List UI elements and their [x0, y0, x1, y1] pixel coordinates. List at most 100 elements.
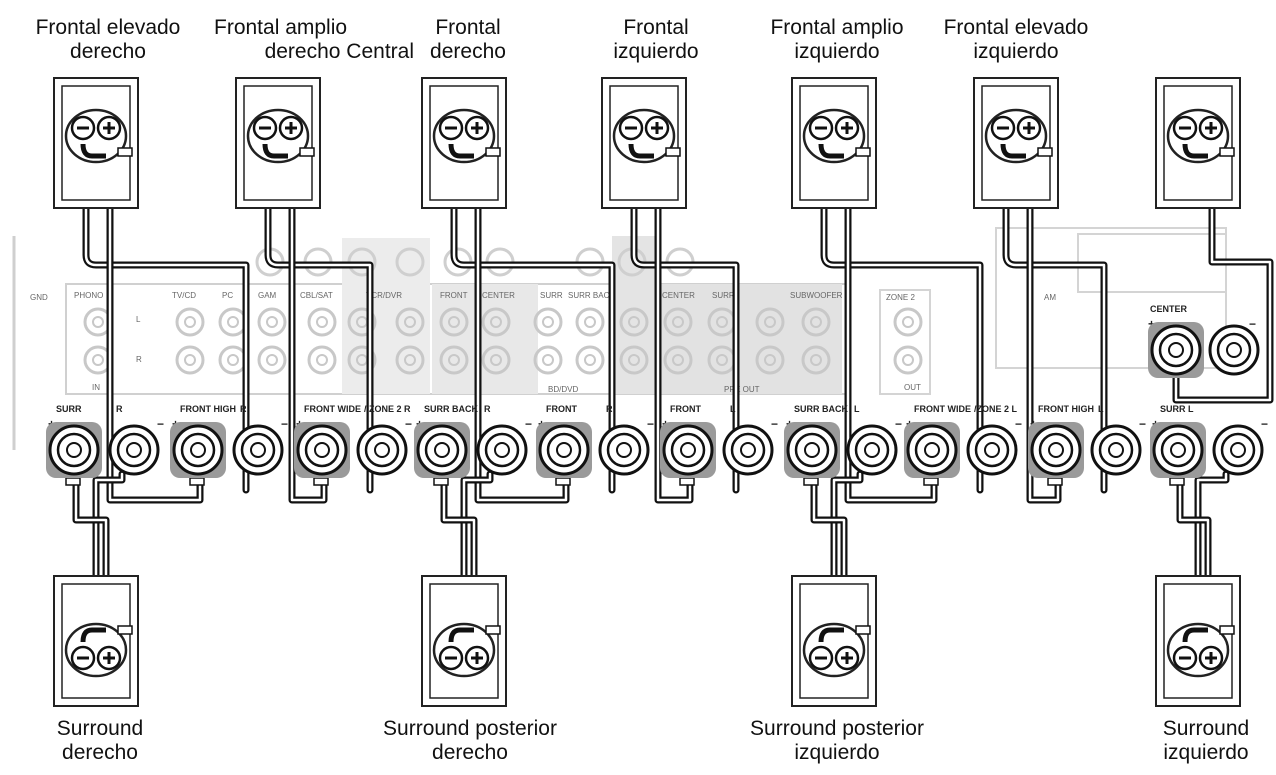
label-tvcd: TV/CD [172, 291, 196, 300]
terminal-clip [679, 477, 695, 486]
terminal-positive [784, 422, 840, 478]
rca-jack [439, 345, 469, 375]
label-out: OUT [904, 383, 921, 392]
terminal-negative [598, 424, 650, 476]
binding-post-inner [434, 442, 450, 458]
speaker-lead [262, 143, 288, 159]
terminal-positive [660, 422, 716, 478]
label-r: R [136, 355, 142, 364]
minus-label: − [1015, 417, 1022, 431]
terminal-clip [313, 477, 329, 486]
rca-jack-pin [584, 354, 596, 366]
center-plus-label: + [1148, 317, 1155, 331]
binding-post-inner [126, 442, 142, 458]
binding-post-inner [1170, 442, 1186, 458]
label-surr: SURR [540, 291, 563, 300]
speaker-inner-frame [61, 583, 131, 699]
surround-wire-b-0 [74, 476, 108, 578]
terminal-negative [1212, 424, 1264, 476]
speaker-inner-frame [1163, 85, 1233, 201]
terminal-clip [433, 477, 449, 486]
speaker-inner-frame [243, 85, 313, 201]
rca-jack [893, 345, 923, 375]
surround-wire-1 [462, 472, 492, 578]
rca-jack-ring [801, 345, 831, 375]
surround-wire-2 [832, 472, 862, 578]
speaker-lead [628, 143, 654, 159]
wire-clip [1219, 147, 1235, 157]
terminal-negative [722, 424, 774, 476]
rca-jack [218, 345, 248, 375]
wire-clip [117, 625, 133, 635]
terminal-label-b: /ZONE 2 L [974, 404, 1018, 414]
binding-post-inner [556, 442, 572, 458]
terminal-label-b: R [606, 404, 613, 414]
surround-wire-b-1 [442, 476, 476, 578]
terminal-label-b: R [484, 404, 491, 414]
rca-jack-pin [542, 354, 554, 366]
wire-clip [1219, 625, 1235, 635]
front-wire-5 [1004, 188, 1106, 492]
speaker-inner-frame [61, 85, 131, 201]
front-wire-b-5 [1028, 188, 1060, 502]
minus-label: − [771, 417, 778, 431]
rca-jack-ring [893, 345, 923, 375]
label-front: FRONT [440, 291, 468, 300]
front-speaker-5 [973, 77, 1059, 209]
binding-post-inner [1048, 442, 1064, 458]
rca-jack-pin [404, 354, 416, 366]
terminal-label-a: SURR L [1160, 404, 1194, 414]
terminal-clip [1169, 477, 1185, 486]
rca-jack-pin [764, 316, 776, 328]
terminal-positive [46, 422, 102, 478]
binding-post-inner [250, 442, 266, 458]
rca-jack-ring [575, 345, 605, 375]
terminal-negative [356, 424, 408, 476]
rca-jack-pin [266, 316, 278, 328]
rca-jack-ring [347, 307, 377, 337]
terminal-label-b: / ZONE 2 R [364, 404, 411, 414]
minus-label: − [1261, 417, 1268, 431]
rca-jack [307, 307, 337, 337]
center-wire [1174, 188, 1272, 402]
rca-jack [755, 345, 785, 375]
label-bddvd: BD/DVD [548, 385, 578, 394]
terminal-clip [189, 477, 205, 486]
rca-jack [755, 307, 785, 337]
speaker-inner-frame [981, 85, 1051, 201]
label-preout: PRE OUT [724, 385, 760, 394]
surround-wire-b-2 [812, 476, 846, 578]
rca-jack-pin [672, 354, 684, 366]
terminal-clip [803, 477, 819, 486]
binding-post-inner [374, 442, 390, 458]
binding-post-inner [804, 442, 820, 458]
terminal-clip [555, 477, 571, 486]
rca-jack [801, 307, 831, 337]
rca-jack [481, 307, 511, 337]
rca-jack [619, 307, 649, 337]
center-terminal-label: CENTER [1150, 304, 1188, 314]
rca-jack-ring [439, 345, 469, 375]
front-wire-0 [84, 188, 248, 492]
label-am: AM [1044, 293, 1056, 302]
rca-jack [533, 345, 563, 375]
rca-jack-pin [184, 354, 196, 366]
rca-jack-ring [395, 345, 425, 375]
rca-jack [663, 345, 693, 375]
rca-jack-pin [404, 316, 416, 328]
terminal-positive [170, 422, 226, 478]
wire-clip [485, 625, 501, 635]
surround-speaker-2 [791, 575, 877, 707]
rca-jack-ring [533, 307, 563, 337]
terminal-negative [476, 424, 528, 476]
rca-jack-pin [266, 354, 278, 366]
rca-jack-ring [755, 345, 785, 375]
video-jack [395, 247, 425, 277]
front-speaker-3 [601, 77, 687, 209]
rca-jack-pin [227, 316, 239, 328]
speaker-inner-frame [609, 85, 679, 201]
